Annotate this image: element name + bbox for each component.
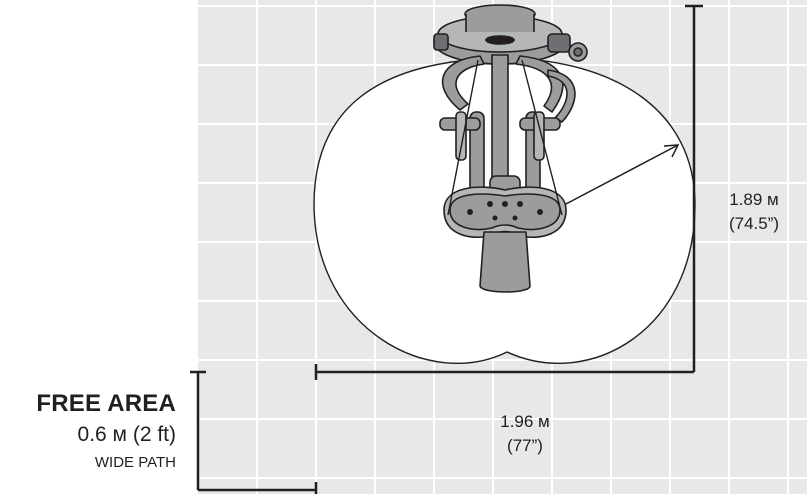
- depth-metric: 1.89 м: [729, 190, 779, 209]
- depth-dimension-label: 1.89 м (74.5”): [712, 188, 796, 236]
- width-metric: 1.96 м: [500, 412, 550, 431]
- width-dimension-label: 1.96 м (77”): [470, 410, 580, 458]
- free-area-path: WIDE PATH: [94, 454, 176, 471]
- free-area-size: 0.6 м (2 ft): [77, 423, 176, 446]
- elliptical-cross-trainer-top-view-icon: [433, 4, 588, 293]
- free-area-title: FREE AREA: [36, 390, 176, 417]
- width-imperial: (77”): [507, 436, 543, 455]
- radius-arrowhead: [663, 144, 680, 158]
- radius-line: [544, 144, 679, 216]
- depth-dimension-line: [685, 4, 703, 372]
- depth-imperial: (74.5”): [728, 214, 780, 233]
- width-dimension-line: [314, 364, 694, 380]
- free-area-bracket: [190, 370, 318, 494]
